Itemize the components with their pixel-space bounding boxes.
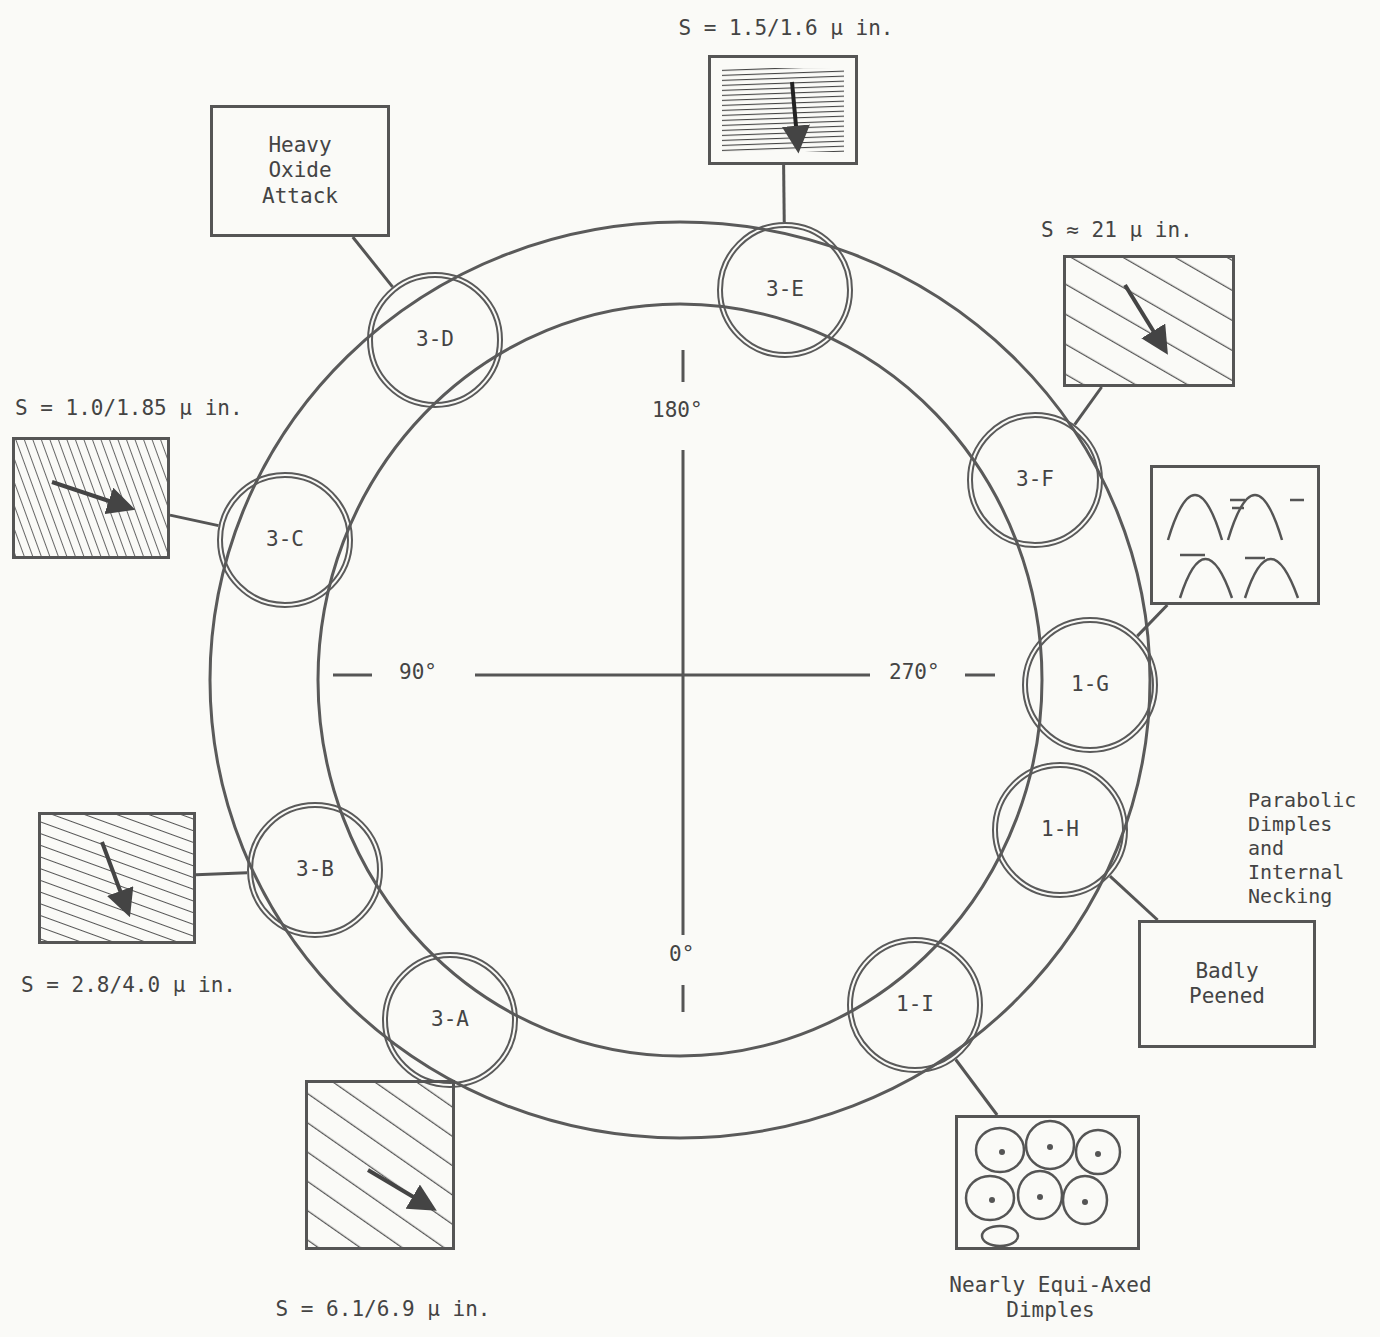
location-id: 3-E xyxy=(763,277,807,302)
location-id: 3-C xyxy=(263,527,307,552)
location-circle: 3-D xyxy=(367,272,503,408)
node-body: Heavy Oxide Attack xyxy=(213,108,387,234)
location-circle: 3-F xyxy=(967,412,1103,548)
location-id: 3-D xyxy=(413,327,457,352)
surface-callout-box: S ≈ 21 μ in. xyxy=(1063,255,1235,387)
surface-callout-box: Heavy Oxide Attack xyxy=(210,105,390,237)
surface-callout-box: S = 1.0/1.85 μ in. xyxy=(12,437,170,559)
node-body xyxy=(15,440,167,556)
angle-label: 180° xyxy=(648,398,707,422)
callout-heading: Parabolic Dimples and Internal Necking xyxy=(1248,788,1366,908)
callout-heading: S = 2.8/4.0 μ in. xyxy=(21,973,281,998)
location-id: 1-H xyxy=(1038,817,1082,842)
callout-heading: S = 1.0/1.85 μ in. xyxy=(15,396,315,421)
location-id: 1-G xyxy=(1068,672,1112,697)
node-body: 3-A xyxy=(388,958,512,1082)
location-id: 3-A xyxy=(428,1007,472,1032)
node-body: 3-E xyxy=(723,228,847,352)
location-circle: 1-H xyxy=(992,762,1128,898)
node-body xyxy=(1153,468,1317,602)
location-id: 1-I xyxy=(893,992,937,1017)
axis-lines xyxy=(333,350,995,1012)
node-body xyxy=(711,58,855,162)
node-body: 3-C xyxy=(223,478,347,602)
surface-callout-box: Nearly Equi-Axed Dimples xyxy=(955,1115,1140,1250)
leader-line xyxy=(782,165,786,222)
node-body xyxy=(308,1083,452,1247)
leader-line xyxy=(353,237,393,287)
node-body: 1-H xyxy=(998,768,1122,892)
node-body: 3-F xyxy=(973,418,1097,542)
surface-callout-box: S = 2.8/4.0 μ in. xyxy=(38,812,196,944)
fracture-ring xyxy=(210,222,1150,1138)
node-body: 1-I xyxy=(853,943,977,1067)
angle-label: 0° xyxy=(665,942,698,966)
leader-line xyxy=(196,873,247,875)
location-circle: 3-A xyxy=(382,952,518,1088)
leader-line xyxy=(956,1059,997,1115)
callout-text: Badly Peened xyxy=(1177,959,1277,1009)
callout-heading: S = 6.1/6.9 μ in. xyxy=(233,1297,533,1322)
callout-heading: S = 1.5/1.6 μ in. xyxy=(636,16,936,41)
location-circle: 3-C xyxy=(217,472,353,608)
node-body: Badly Peened xyxy=(1141,923,1313,1045)
node-body xyxy=(958,1118,1137,1247)
location-circle: 1-G xyxy=(1022,617,1158,753)
leader-line xyxy=(1110,876,1158,920)
surface-callout-box: Badly Peened xyxy=(1138,920,1316,1048)
node-body: 3-B xyxy=(253,808,377,932)
surface-sketches xyxy=(14,68,1304,1248)
angle-label: 90° xyxy=(395,660,441,684)
angle-label: 270° xyxy=(885,660,944,684)
callout-heading: Nearly Equi-Axed Dimples xyxy=(918,1273,1183,1323)
node-body xyxy=(1066,258,1232,384)
location-circle: 1-I xyxy=(847,937,983,1073)
location-id: 3-B xyxy=(293,857,337,882)
callout-heading: S ≈ 21 μ in. xyxy=(1041,218,1341,243)
surface-callout-box: Parabolic Dimples and Internal Necking xyxy=(1150,465,1320,605)
surface-callout-box: S = 6.1/6.9 μ in. xyxy=(305,1080,455,1250)
location-id: 3-F xyxy=(1013,467,1057,492)
leader-line xyxy=(1137,605,1167,636)
callout-text: Heavy Oxide Attack xyxy=(245,133,355,209)
surface-callout-box: S = 1.5/1.6 μ in. xyxy=(708,55,858,165)
node-body xyxy=(41,815,193,941)
location-circle: 3-B xyxy=(247,802,383,938)
leader-line xyxy=(170,515,219,526)
node-body: 3-D xyxy=(373,278,497,402)
node-body: 1-G xyxy=(1028,623,1152,747)
leader-line xyxy=(1075,387,1102,425)
location-circle: 3-E xyxy=(717,222,853,358)
